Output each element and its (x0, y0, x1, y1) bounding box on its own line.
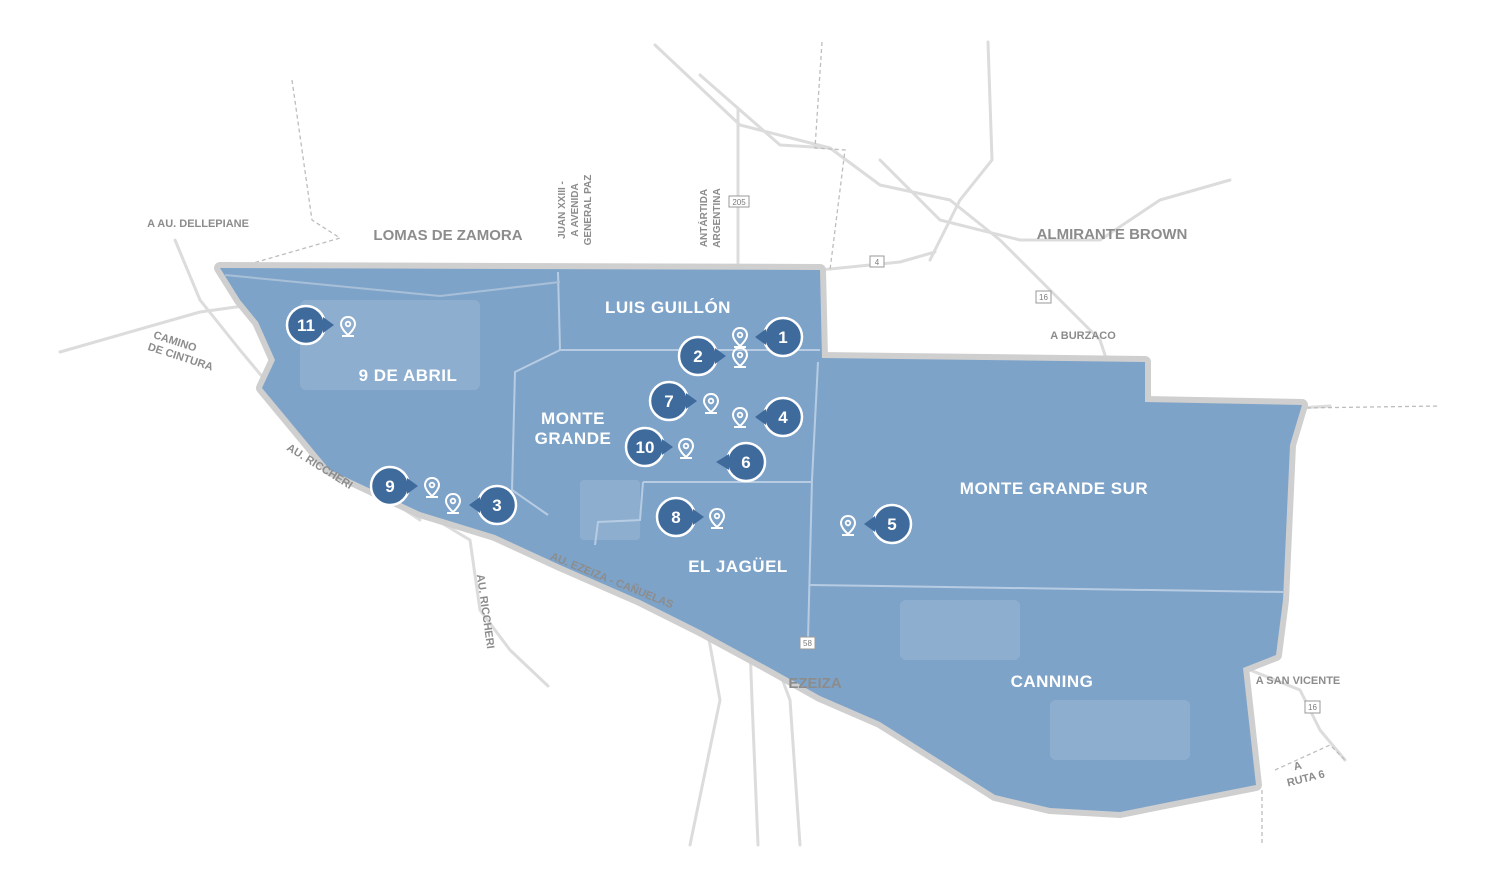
zone-divider (224, 274, 561, 298)
label-camino-de-cintura: CAMINO DE CINTURA (146, 329, 214, 373)
boundary-line (1299, 405, 1441, 409)
label-juan-line3: GENERAL PAZ (583, 175, 594, 246)
route-shield-58: 58 (799, 636, 816, 650)
route-shield-4: 4 (869, 255, 885, 268)
label-antartida-line2: ARGENTINA (712, 188, 723, 247)
marker-number: 6 (741, 453, 750, 472)
marker-number: 5 (887, 515, 896, 534)
road (878, 158, 1232, 242)
marker-number: 2 (693, 347, 702, 366)
road (418, 508, 550, 688)
label-a-ruta-6-line2: RUTA 6 (1286, 768, 1326, 789)
zone-canning: CANNING (1011, 672, 1094, 691)
district-area (220, 268, 1302, 812)
zone-monte-grande-line2: GRANDE (535, 429, 612, 448)
label-ezeiza: EZEIZA (788, 675, 842, 692)
location-marker-4[interactable]: 4 (732, 396, 804, 438)
location-marker-7[interactable]: 7 (648, 380, 719, 422)
location-marker-5[interactable]: 5 (840, 503, 913, 545)
marker-number: 11 (297, 316, 315, 335)
location-marker-11[interactable]: 11 (285, 304, 356, 346)
road (928, 40, 994, 262)
marker-number: 3 (492, 496, 501, 515)
route-shield-205: 205 (728, 195, 750, 208)
route-shield-16-a: 16 (1035, 290, 1052, 304)
zone-divider (510, 271, 562, 516)
boundary-line (1274, 744, 1346, 771)
label-a-ruta-6-line1: A (1292, 760, 1303, 774)
location-marker-3[interactable]: 3 (445, 484, 518, 526)
zone-divider (807, 361, 819, 641)
label-antartida-line1: ANTÁRTIDA (697, 189, 710, 247)
location-marker-8[interactable]: 8 (655, 496, 725, 538)
road (698, 73, 832, 150)
marker-number: 9 (385, 477, 394, 496)
marker-number: 4 (778, 408, 788, 427)
label-almirante-brown: ALMIRANTE BROWN (1037, 226, 1188, 243)
marker-number: 8 (671, 508, 680, 527)
label-a-ruta-6: A RUTA 6 (1286, 760, 1326, 790)
label-a-burzaco: A BURZACO (1050, 330, 1116, 342)
label-juan-line1: JUAN XXIII - (557, 181, 568, 239)
label-juan-line2: A AVENIDA (570, 183, 581, 237)
zone-luis-guillon: LUIS GUILLÓN (605, 298, 731, 317)
label-lomas-de-zamora: LOMAS DE ZAMORA (373, 227, 522, 244)
zone-monte-grande-sur: MONTE GRANDE SUR (960, 479, 1148, 498)
marker-number: 1 (778, 328, 787, 347)
road (818, 250, 937, 272)
zone-divider (594, 481, 644, 546)
marker-number: 7 (664, 392, 673, 411)
label-a-san-vicente: A SAN VICENTE (1256, 675, 1341, 687)
zone-divider (809, 584, 1284, 593)
boundary-line (814, 41, 846, 271)
location-marker-1[interactable]: 1 (732, 316, 804, 358)
dashed-boundaries (221, 41, 1441, 845)
boundary-line (221, 79, 342, 273)
route-4-label: 4 (875, 258, 880, 267)
label-au-riccheri-south: AU. RICCHERI (474, 574, 496, 650)
location-marker-10[interactable]: 10 (624, 426, 694, 468)
zone-9-de-abril: 9 DE ABRIL (359, 366, 458, 385)
route-shield-16-b: 16 (1304, 700, 1321, 714)
location-marker-6[interactable]: 6 (716, 441, 767, 483)
location-marker-2[interactable]: 2 (677, 335, 748, 377)
label-juan-xxiii: JUAN XXIII - A AVENIDA GENERAL PAZ (557, 175, 594, 246)
zone-el-jaguel: EL JAGÜEL (688, 557, 788, 576)
zone-labels: 9 DE ABRIL LUIS GUILLÓN MONTE GRANDE EL … (359, 298, 1148, 691)
route-58-label: 58 (803, 639, 812, 648)
route-16-label: 16 (1308, 703, 1317, 712)
zone-monte-grande-line1: MONTE (541, 409, 605, 428)
area-texture (300, 300, 1190, 760)
label-a-au-dellepiane: A AU. DELLEPIANE (147, 218, 249, 230)
label-antartida-argentina: ANTÁRTIDA ARGENTINA (697, 188, 723, 247)
route-205-label: 205 (732, 198, 746, 207)
route-16-label: 16 (1039, 293, 1048, 302)
location-marker-9[interactable]: 9 (369, 465, 440, 507)
marker-number: 10 (636, 438, 655, 457)
